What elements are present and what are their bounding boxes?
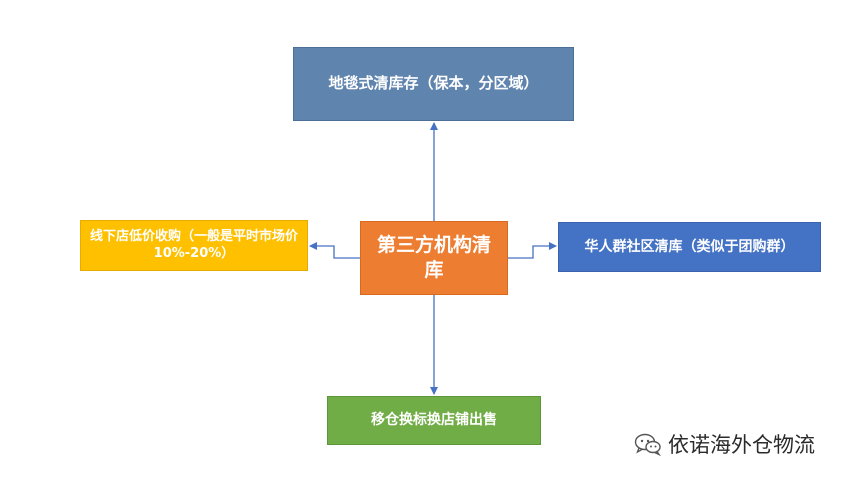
node-top-label: 地毯式清库存（保本，分区域） (328, 74, 539, 93)
node-right-label: 华人群社区清库（类似于团购群） (584, 238, 795, 255)
node-center-box: 第三方机构清库 (360, 221, 508, 295)
connector-center-to-left (309, 242, 360, 259)
wechat-icon (634, 433, 661, 456)
node-bottom-box: 移仓换标换店铺出售 (327, 396, 541, 445)
node-left-label: 线下店低价收购（一般是平时市场价10%-20%） (89, 228, 298, 261)
watermark-text: 依诺海外仓物流 (668, 433, 815, 457)
node-top-box: 地毯式清库存（保本，分区域） (293, 47, 574, 121)
node-right-box: 华人群社区清库（类似于团购群） (558, 222, 821, 272)
node-left-box: 线下店低价收购（一般是平时市场价10%-20%） (80, 220, 308, 271)
node-bottom-label: 移仓换标换店铺出售 (371, 412, 497, 429)
connector-center-to-right (508, 242, 557, 259)
node-center-label: 第三方机构清库 (376, 234, 491, 281)
watermark: 依诺海外仓物流 (634, 428, 815, 460)
